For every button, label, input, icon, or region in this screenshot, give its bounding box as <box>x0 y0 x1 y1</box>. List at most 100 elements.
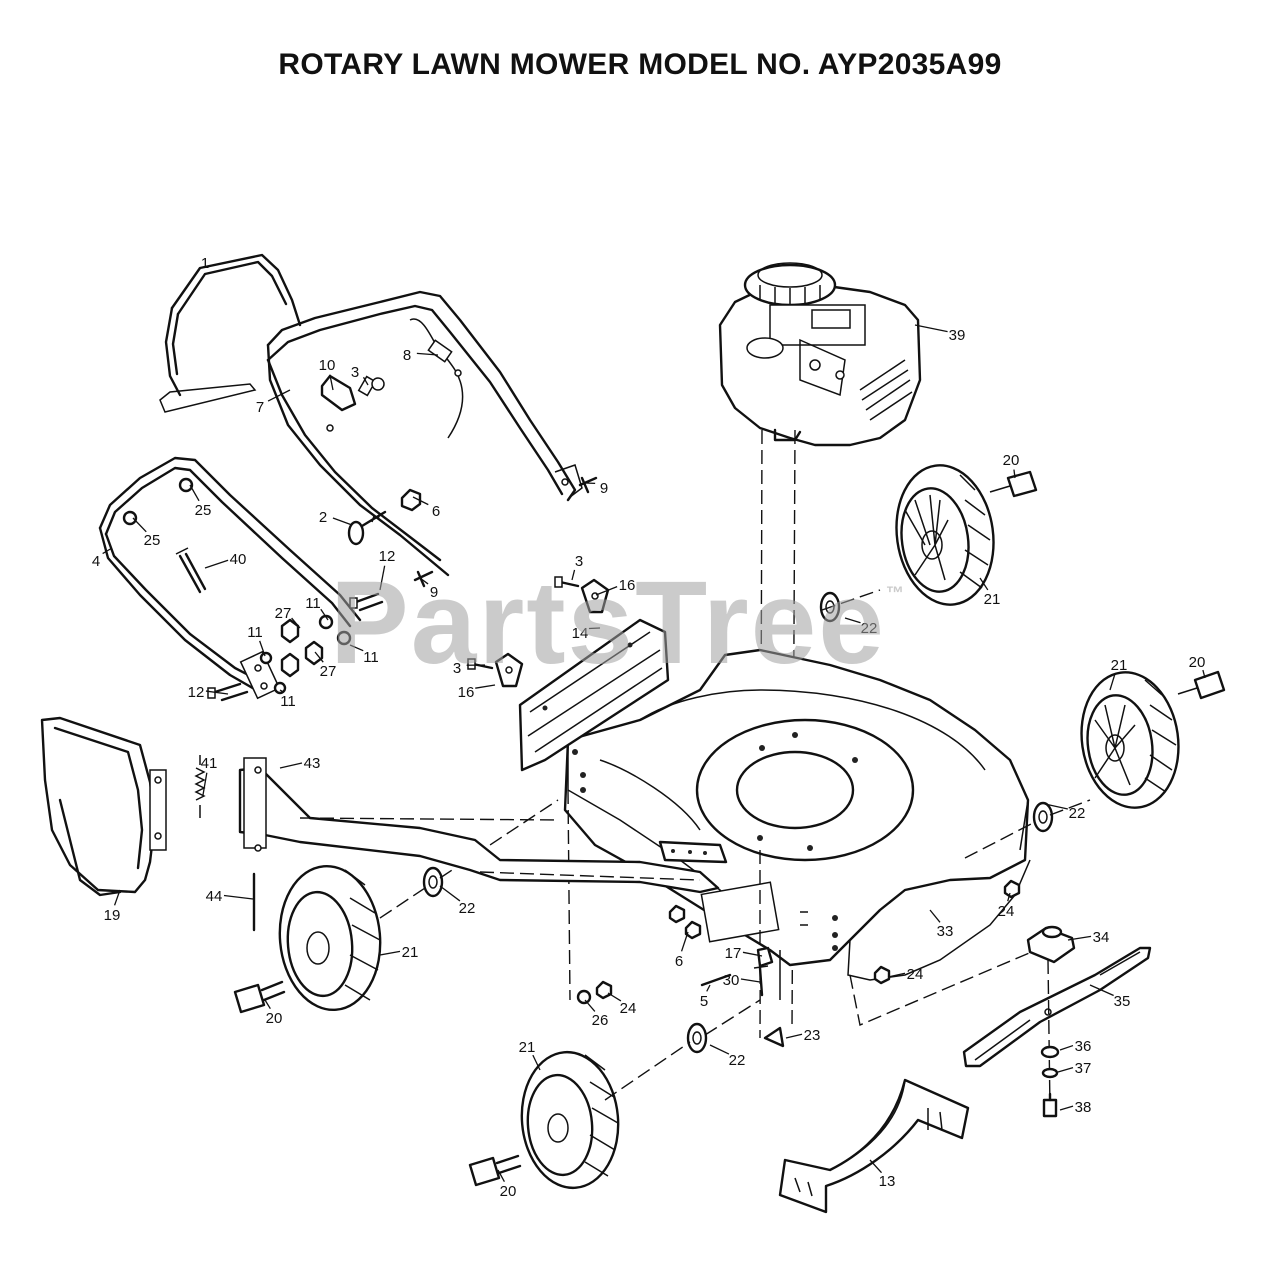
part-35-blade <box>962 946 1152 1111</box>
callout-number: 3 <box>351 364 359 381</box>
callout-number: 11 <box>363 649 379 666</box>
part-38-blade-bolt <box>1042 1092 1058 1118</box>
callout-leader-line <box>291 617 301 629</box>
callout-c13: 13 <box>869 1159 896 1190</box>
callout-c34: 34 <box>1067 929 1109 946</box>
callout-c9a: 9 <box>584 480 608 497</box>
callout-c38: 38 <box>1059 1099 1091 1116</box>
part-small-nuts <box>576 879 1021 1005</box>
callout-leader-line <box>223 894 254 900</box>
callout-c22c: 22 <box>439 885 476 917</box>
callout-number: 9 <box>430 584 438 601</box>
callout-number: 24 <box>620 1000 637 1017</box>
callout-c11a: 11 <box>305 595 329 621</box>
callout-leader-line <box>439 885 461 902</box>
callout-leader-line <box>332 517 353 526</box>
callout-number: 11 <box>280 693 296 710</box>
callout-c21a: 21 <box>979 577 1001 608</box>
callout-number: 24 <box>907 966 924 983</box>
callout-number: 22 <box>459 900 476 917</box>
callout-leader-line <box>419 577 429 585</box>
callout-leader-line <box>279 762 303 769</box>
callout-number: 2 <box>319 509 327 526</box>
callout-leader-line <box>412 496 429 506</box>
callout-c11b: 11 <box>247 624 266 657</box>
callout-leader-line <box>1044 803 1068 810</box>
callout-leader-line <box>979 577 989 591</box>
callout-c12a: 12 <box>379 548 395 591</box>
callout-leader-line <box>1202 669 1206 679</box>
callout-c19: 19 <box>104 889 121 924</box>
callout-c21c: 21 <box>379 944 418 961</box>
callout-number: 19 <box>104 907 121 924</box>
part-23-deflector-tab <box>763 1026 785 1048</box>
part-43-rear-axle <box>238 757 728 894</box>
part-17-clip <box>756 946 774 968</box>
callout-leader-line <box>314 651 324 663</box>
callout-number: 20 <box>1189 654 1206 671</box>
callout-number: 27 <box>320 663 337 680</box>
callout-leader-line <box>571 569 576 581</box>
callout-number: 6 <box>675 953 683 970</box>
part-27-nut <box>280 618 324 678</box>
callout-number: 24 <box>998 903 1015 920</box>
callout-number: 22 <box>729 1052 746 1069</box>
callout-c21d: 21 <box>519 1039 541 1071</box>
callout-c40: 40 <box>204 551 246 569</box>
callout-number: 11 <box>247 624 263 641</box>
callout-leader-line <box>113 889 121 906</box>
callout-c20d: 20 <box>497 1169 517 1200</box>
callout-number: 5 <box>700 993 708 1010</box>
callout-c11d: 11 <box>279 689 296 710</box>
callout-c30: 30 <box>723 972 761 989</box>
callout-c33: 33 <box>929 909 953 940</box>
callout-c5: 5 <box>700 984 711 1010</box>
callout-number: 10 <box>319 357 336 374</box>
callout-leader-line <box>929 909 941 923</box>
callout-number: 17 <box>725 945 742 962</box>
callout-leader-line <box>742 951 763 957</box>
part-3-bolt-small <box>467 576 580 670</box>
callout-c27b: 27 <box>314 651 337 680</box>
callout-number: 7 <box>256 399 264 416</box>
callout-c11c: 11 <box>349 644 379 666</box>
callout-leader-line <box>259 640 266 657</box>
callout-number: 20 <box>266 1010 283 1027</box>
callout-c10: 10 <box>319 357 336 391</box>
part-6-nut <box>400 488 422 512</box>
callout-leader-line <box>204 559 229 569</box>
callout-c21b: 21 <box>1109 657 1127 691</box>
callout-number: 20 <box>500 1183 517 1200</box>
callout-c23: 23 <box>785 1027 820 1044</box>
callout-leader-line <box>584 999 596 1012</box>
callout-c20c: 20 <box>264 999 283 1027</box>
callout-number: 41 <box>201 755 218 772</box>
part-2-eyebolt <box>347 510 387 546</box>
callout-c24c: 24 <box>607 992 637 1017</box>
callout-number: 3 <box>453 660 461 677</box>
part-34-blade-adapter <box>1026 925 1076 964</box>
callout-leader-line <box>706 984 711 992</box>
part-8-cable <box>409 318 464 439</box>
callout-leader-line <box>1059 1044 1074 1051</box>
diagram-title: ROTARY LAWN MOWER MODEL NO. AYP2035A99 <box>278 48 1002 81</box>
callout-leader-line <box>184 270 199 291</box>
callout-number: 13 <box>879 1173 896 1190</box>
callout-number: 12 <box>188 684 205 701</box>
callout-c12b: 12 <box>188 684 229 701</box>
callout-number: 25 <box>195 502 212 519</box>
callout-leader-line <box>102 547 113 555</box>
callout-c17: 17 <box>725 945 763 962</box>
callout-number: 21 <box>984 591 1001 608</box>
callout-c6b: 6 <box>675 931 689 970</box>
part-21-wheel-left-rear <box>278 864 382 1012</box>
callout-leader-line <box>1059 1105 1074 1111</box>
callout-c35: 35 <box>1089 984 1130 1010</box>
callout-c9b: 9 <box>419 577 438 601</box>
callout-leader-line <box>607 992 622 1002</box>
callout-c16b: 16 <box>458 684 496 701</box>
callout-number: 9 <box>600 480 608 497</box>
part-25-knob <box>122 477 194 526</box>
part-5-pin <box>700 973 732 987</box>
callout-c4: 4 <box>92 547 113 570</box>
